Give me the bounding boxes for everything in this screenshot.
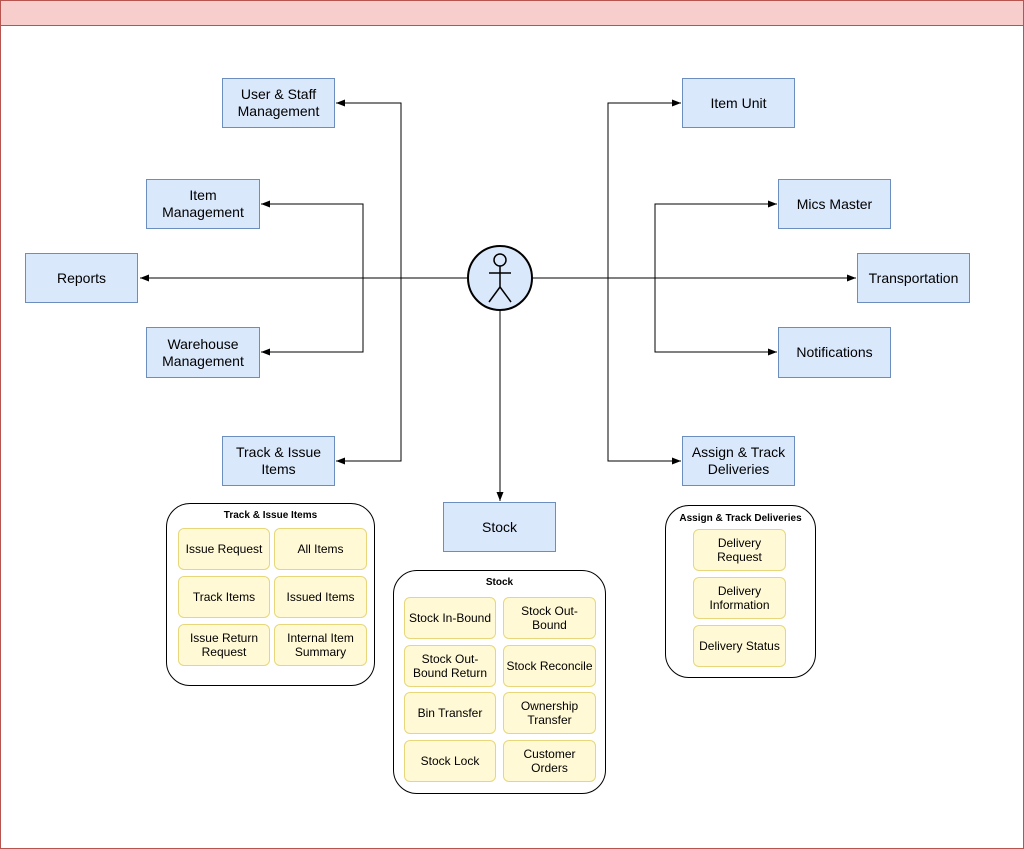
node-label: Track & Issue Items	[235, 444, 322, 477]
node-stock[interactable]: Stock	[443, 502, 556, 552]
stick-figure-icon	[488, 253, 512, 303]
node-item-management[interactable]: Item Management	[146, 179, 260, 229]
node-user-staff-management[interactable]: User & Staff Management	[222, 78, 335, 128]
actor-circle	[467, 245, 533, 311]
node-track-issue-items[interactable]: Track & Issue Items	[222, 436, 335, 486]
item-delivery-status[interactable]: Delivery Status	[693, 625, 786, 667]
edge-assign-track	[607, 278, 681, 465]
edge-item-unit	[533, 99, 681, 279]
group-stock: Stock Stock In-Bound Stock Out-Bound Sto…	[393, 570, 606, 794]
node-label: User & Staff Management	[237, 86, 320, 119]
item-all-items[interactable]: All Items	[274, 528, 367, 570]
node-transportation[interactable]: Transportation	[857, 253, 970, 303]
item-stock-out-bound-return[interactable]: Stock Out-Bound Return	[404, 645, 496, 687]
item-delivery-request[interactable]: Delivery Request	[693, 529, 786, 571]
node-label: Stock	[481, 518, 517, 535]
group-title: Assign & Track Deliveries	[679, 513, 802, 524]
node-item-unit[interactable]: Item Unit	[682, 78, 795, 128]
node-label: Notifications	[796, 344, 873, 360]
node-label: Transportation	[868, 269, 959, 286]
item-bin-transfer[interactable]: Bin Transfer	[404, 692, 496, 734]
group-track-issue-items: Track & Issue Items Issue Request All It…	[166, 503, 375, 686]
group-title: Track & Issue Items	[223, 510, 318, 521]
edge-track-issue	[336, 278, 402, 465]
edge-warehouse	[261, 278, 364, 356]
frame-header	[1, 1, 1023, 26]
node-notifications[interactable]: Notifications	[778, 327, 891, 378]
item-stock-lock[interactable]: Stock Lock	[404, 740, 496, 782]
item-issue-return-request[interactable]: Issue Return Request	[178, 624, 270, 666]
node-warehouse-management[interactable]: Warehouse Management	[146, 327, 260, 378]
item-customer-orders[interactable]: Customer Orders	[503, 740, 596, 782]
edge-user-staff	[336, 99, 467, 279]
item-issue-request[interactable]: Issue Request	[178, 528, 270, 570]
item-internal-item-summary[interactable]: Internal Item Summary	[274, 624, 367, 666]
node-label: Mics Master	[796, 195, 873, 212]
group-title: Stock	[485, 577, 514, 588]
node-label: Warehouse Management	[162, 335, 244, 369]
item-stock-reconcile[interactable]: Stock Reconcile	[503, 645, 596, 687]
item-delivery-information[interactable]: Delivery Information	[693, 577, 786, 619]
node-label: Assign & Track Deliveries	[691, 444, 786, 477]
edge-item-management	[261, 200, 401, 279]
node-label: Reports	[56, 269, 107, 286]
node-mics-master[interactable]: Mics Master	[778, 179, 891, 229]
node-label: Item Unit	[710, 94, 767, 111]
item-issued-items[interactable]: Issued Items	[274, 576, 367, 618]
item-stock-out-bound[interactable]: Stock Out-Bound	[503, 597, 596, 639]
item-stock-in-bound[interactable]: Stock In-Bound	[404, 597, 496, 639]
node-reports[interactable]: Reports	[25, 253, 138, 303]
edge-notifications	[654, 278, 777, 356]
node-label: Item Management	[162, 187, 244, 220]
item-track-items[interactable]: Track Items	[178, 576, 270, 618]
group-assign-track-deliveries: Assign & Track Deliveries Delivery Reque…	[665, 505, 816, 678]
node-assign-track-deliveries[interactable]: Assign & Track Deliveries	[682, 436, 795, 486]
item-ownership-transfer[interactable]: Ownership Transfer	[503, 692, 596, 734]
edge-mics-master	[608, 200, 777, 279]
